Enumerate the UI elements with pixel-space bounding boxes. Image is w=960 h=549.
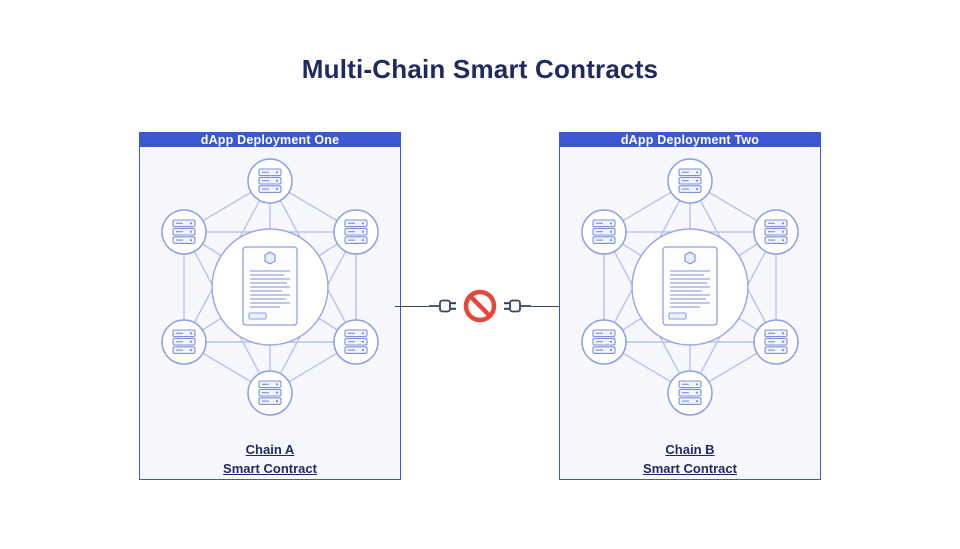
panel-one-header: dApp Deployment One: [140, 133, 400, 148]
panel-dapp-deployment-two: dApp Deployment Two Chain B Smart Contra…: [559, 132, 821, 480]
plug-icon: [429, 299, 457, 313]
chain-a-network-diagram: [140, 155, 400, 439]
panel-dapp-deployment-one: dApp Deployment One Chain A Smart Contra…: [139, 132, 401, 480]
chain-a-contract: Smart Contract: [223, 461, 317, 477]
chain-b-network-diagram: [560, 155, 820, 439]
connection-blocked-indicator: [395, 132, 565, 480]
chain-b-contract: Smart Contract: [643, 461, 737, 477]
wire-left: [395, 305, 429, 307]
wire-right: [531, 305, 565, 307]
no-entry-icon: [461, 287, 499, 325]
plug-icon: [503, 299, 531, 313]
chain-a-label: Chain A Smart Contract: [223, 441, 317, 479]
panel-two-body: Chain B Smart Contract: [560, 147, 820, 479]
diagram-row: dApp Deployment One Chain A Smart Contra…: [139, 132, 821, 480]
chain-b-name: Chain B: [665, 442, 715, 458]
page-title: Multi-Chain Smart Contracts: [301, 54, 659, 84]
chain-b-label: Chain B Smart Contract: [643, 441, 737, 479]
chain-a-name: Chain A: [245, 442, 295, 458]
panel-two-header: dApp Deployment Two: [560, 133, 820, 148]
panel-one-body: Chain A Smart Contract: [140, 147, 400, 479]
